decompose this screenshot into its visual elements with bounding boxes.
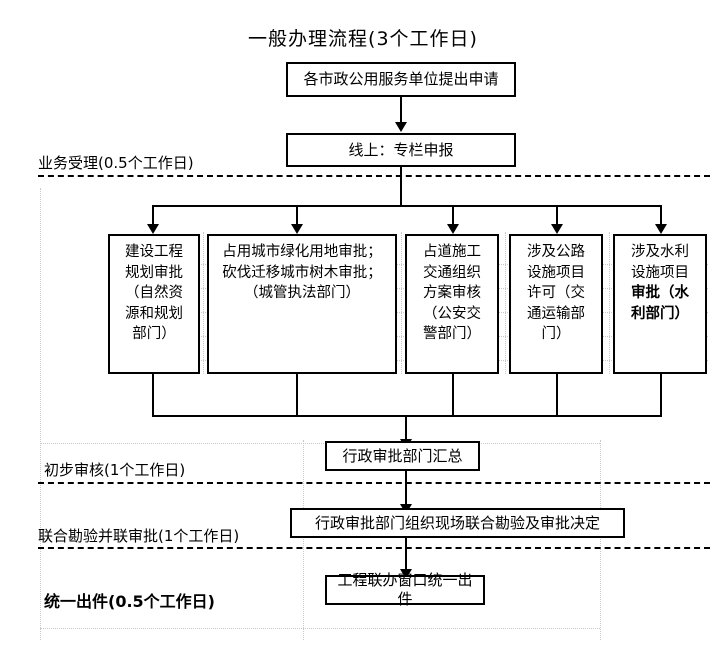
branch-arrow-4 [551, 224, 563, 234]
line: 涉及水利 [631, 244, 689, 260]
line: 警部门） [423, 326, 481, 343]
line: 源和规划 [125, 305, 183, 322]
node-parallel-3-text: 占道施工 交通组织 方案审核 （公安交 警部门） [423, 242, 481, 345]
node-parallel-5: 涉及水利 设施项目 审批（水 利部门） [613, 234, 707, 374]
node-apply: 各市政公用服务单位提出申请 [286, 62, 516, 97]
grid-line-vertical [505, 232, 506, 374]
stage-label-2: 初步审核(1个工作日) [44, 461, 186, 479]
node-parallel-5-text: 涉及水利 设施项目 审批（水 利部门） [631, 242, 689, 324]
line: 砍伐迁移城市树木审批； [222, 264, 382, 281]
stage-divider-1 [38, 175, 710, 177]
connector-apply-online [400, 97, 402, 123]
node-parallel-1: 建设工程 规划审批 （自然资 源和规划 部门） [108, 234, 200, 374]
line: （城管执法部门） [244, 285, 360, 302]
node-online: 线上：专栏申报 [286, 133, 516, 167]
line: 设施项目 [631, 264, 689, 281]
chart-title: 一般办理流程(3个工作日) [248, 28, 478, 50]
node-summary: 行政审批部门汇总 [325, 441, 480, 471]
merge-bus [152, 415, 662, 417]
stage-label-3: 联合勘验并联审批(1个工作日) [38, 527, 240, 545]
branch-drop-2 [296, 205, 298, 225]
node-parallel-2: 占用城市绿化用地审批； 砍伐迁移城市树木审批； （城管执法部门） [207, 234, 397, 374]
branch-arrow-1 [147, 224, 159, 234]
branch-arrow-3 [447, 224, 459, 234]
merge-riser-1 [152, 374, 154, 415]
branch-drop-1 [152, 205, 154, 225]
merge-riser-2 [296, 374, 298, 415]
connector-merge-summary [405, 415, 407, 440]
stage-divider-2 [38, 482, 710, 484]
connector-summary-joint [405, 471, 407, 505]
grid-line-vertical [600, 440, 601, 640]
grid-line-horizontal [40, 443, 600, 444]
line: 涉及公路 [527, 244, 585, 260]
node-parallel-3: 占道施工 交通组织 方案审核 （公安交 警部门） [405, 234, 499, 374]
node-parallel-4-text: 涉及公路 设施项目 许可（交 通运输部 门） [527, 242, 585, 345]
line: 建设工程 [125, 244, 183, 260]
grid-line-horizontal [40, 628, 600, 629]
arrow-joint-issue [400, 569, 412, 579]
line: 占用城市绿化用地审批； [222, 244, 382, 260]
node-parallel-2-text: 占用城市绿化用地审批； 砍伐迁移城市树木审批； （城管执法部门） [222, 242, 382, 304]
line: 占道施工 [423, 244, 481, 260]
line: 审批（水 [631, 285, 689, 302]
line: 方案审核 [423, 285, 481, 302]
branch-drop-5 [660, 205, 662, 225]
line: 交通组织 [423, 264, 481, 281]
branch-arrow-5 [655, 224, 667, 234]
grid-line-vertical [40, 188, 41, 640]
connector-online-bus [400, 167, 402, 205]
line: 通运输部 [527, 305, 585, 322]
line: 利部门） [631, 305, 689, 322]
branch-arrow-2 [291, 224, 303, 234]
node-parallel-1-text: 建设工程 规划审批 （自然资 源和规划 部门） [125, 242, 183, 345]
grid-line-vertical [401, 232, 402, 374]
grid-line-vertical [609, 232, 610, 374]
line: 规划审批 [125, 264, 183, 281]
stage-label-1: 业务受理(0.5个工作日) [38, 154, 194, 172]
node-joint-review: 行政审批部门组织现场联合勘验及审批决定 [290, 508, 625, 538]
merge-riser-3 [452, 374, 454, 415]
line: （自然资 [125, 285, 183, 302]
grid-line-vertical [303, 440, 304, 640]
stage-divider-3 [38, 547, 710, 549]
connector-joint-issue [405, 538, 407, 570]
line: 门） [541, 326, 571, 343]
branch-drop-3 [452, 205, 454, 225]
line: 许可（交 [527, 285, 585, 302]
branch-drop-4 [556, 205, 558, 225]
line: 设施项目 [527, 264, 585, 281]
fanout-bus [152, 205, 662, 207]
stage-label-4: 统一出件(0.5个工作日) [44, 592, 215, 611]
grid-line-vertical [203, 232, 204, 374]
merge-riser-5 [660, 374, 662, 415]
line: 部门） [132, 326, 176, 343]
node-issue: 工程联办窗口统一出件 [325, 571, 485, 608]
arrow-apply-online [395, 122, 407, 132]
merge-riser-4 [556, 374, 558, 415]
line: （公安交 [423, 305, 481, 322]
node-parallel-4: 涉及公路 设施项目 许可（交 通运输部 门） [509, 234, 603, 374]
